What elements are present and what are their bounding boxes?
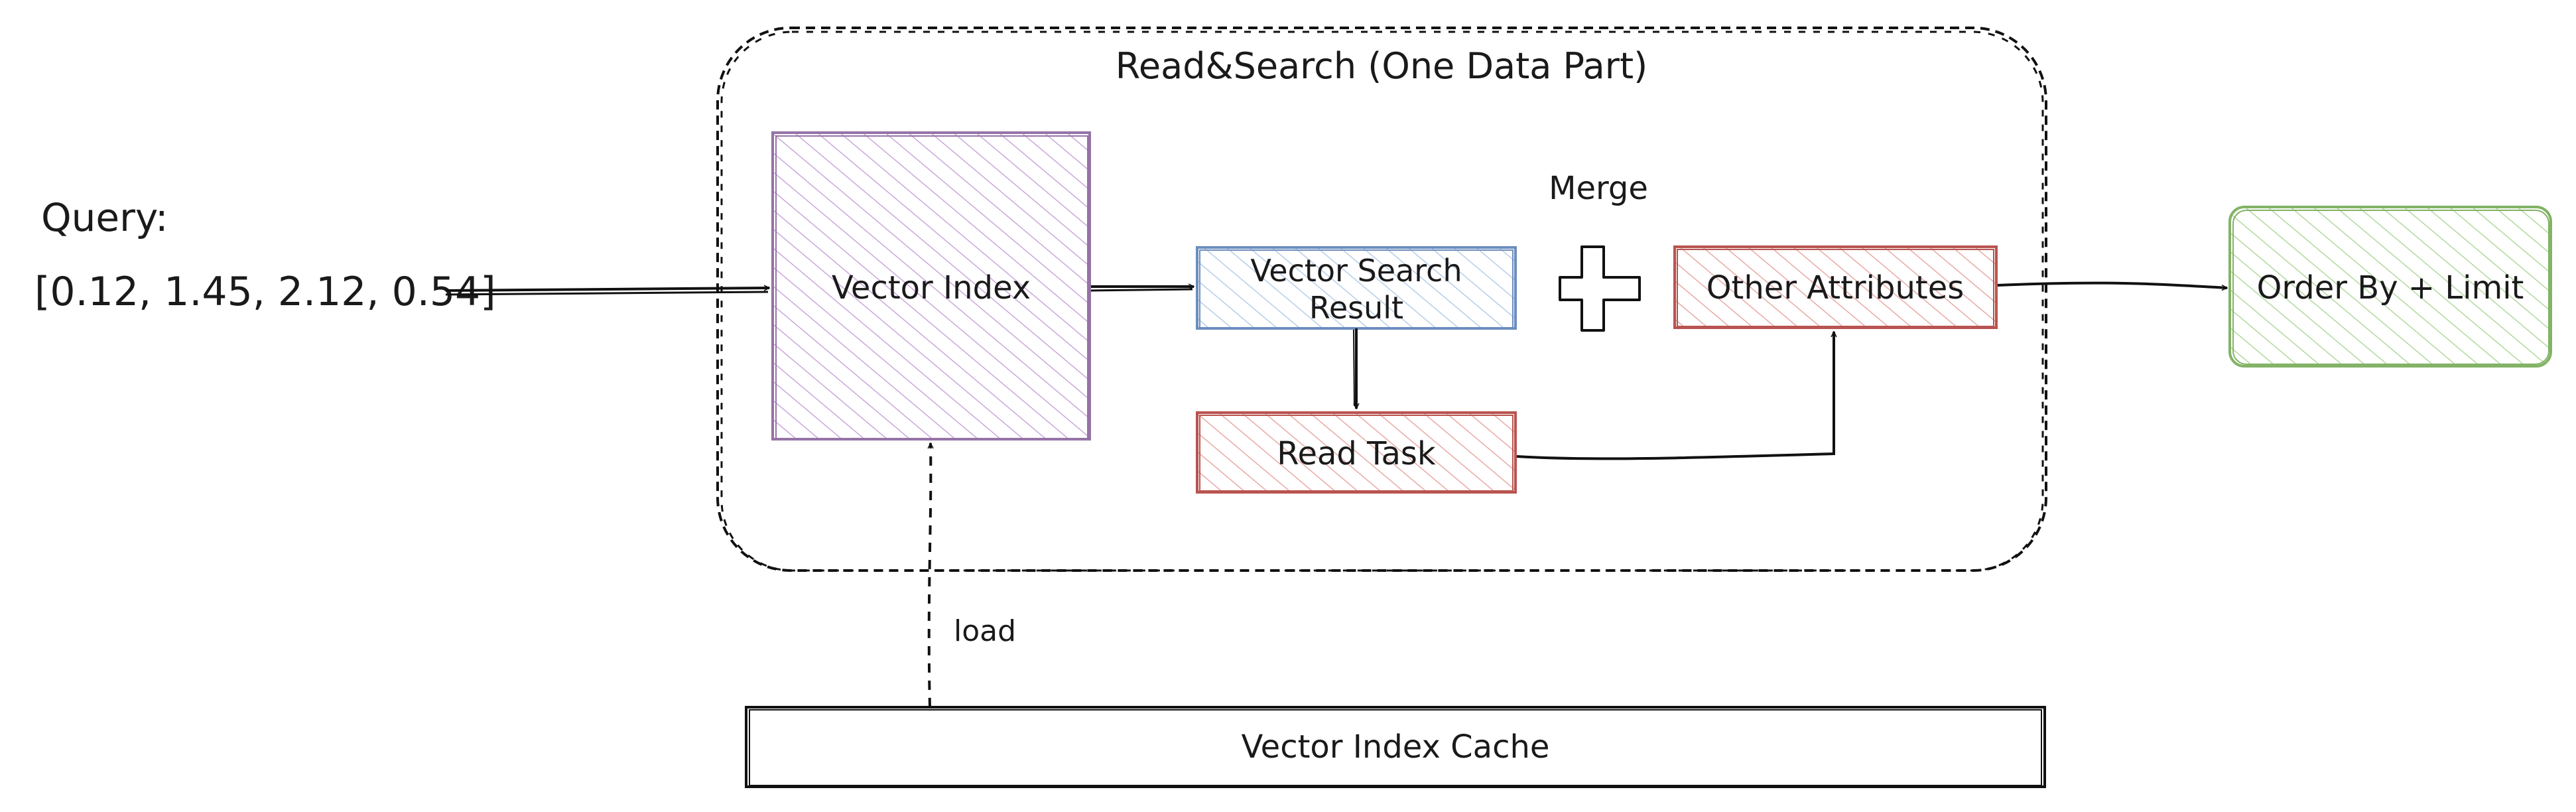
vector-index-node (771, 131, 1091, 440)
other-attributes-label: Other Attributes (1707, 269, 1964, 306)
vector-search-result-label-line1: Vector Search (1250, 253, 1462, 289)
arrow-read-task-to-other-attributes (1516, 332, 1834, 460)
merge-plus-icon (1559, 245, 1641, 332)
order-by-limit-node (2228, 206, 2552, 368)
order-by-limit-label: Order By + Limit (2257, 269, 2524, 306)
vector-index-label: Vector Index (832, 269, 1031, 306)
query-label: Query: (41, 195, 168, 240)
arrow-search-result-to-read-task (1353, 328, 1356, 409)
query-vector: [0.12, 1.45, 2.12, 0.54] (34, 269, 496, 315)
arrow-index-to-search-result (1090, 287, 1194, 292)
vector-search-result-label-line2: Result (1309, 290, 1403, 326)
arrow-other-attributes-to-order-by (1997, 281, 2227, 288)
arrow-cache-to-index-load (929, 443, 931, 708)
load-edge-label: load (954, 614, 1016, 648)
read-search-group (716, 27, 2047, 572)
arrow-query-to-index (445, 288, 769, 296)
other-attributes-node (1673, 245, 1998, 329)
read-task-node (1196, 411, 1517, 494)
group-title: Read&Search (One Data Part) (1116, 45, 1647, 87)
read-task-label: Read Task (1277, 435, 1436, 472)
vector-index-cache-node (745, 706, 2046, 788)
merge-label: Merge (1549, 170, 1648, 207)
vector-index-cache-label: Vector Index Cache (1242, 728, 1550, 766)
